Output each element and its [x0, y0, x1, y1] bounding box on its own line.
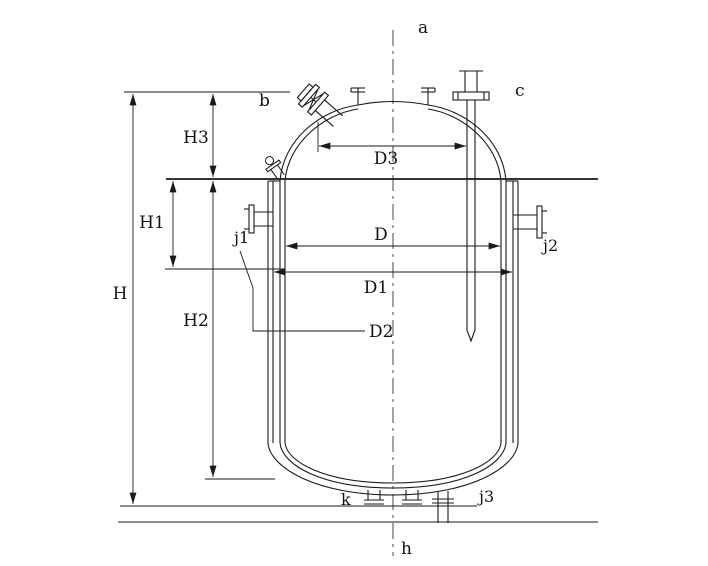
dim-label-H3: H3: [183, 128, 209, 148]
vessel-shell: [279, 87, 507, 489]
dim-label-D2: D2: [369, 322, 393, 342]
label-j3: j3: [477, 487, 494, 506]
dim-label-D1: D1: [364, 278, 388, 298]
nozzle-j1: [244, 204, 273, 234]
vessel-jacket: [267, 180, 519, 496]
bottom-outlet-k: [364, 490, 422, 505]
dim-label-H2: H2: [183, 311, 209, 331]
label-h: h: [401, 539, 412, 559]
label-j1: j1: [232, 228, 249, 247]
dim-label-D: D: [374, 225, 388, 245]
thermowell-c: [452, 70, 490, 343]
label-b: b: [259, 91, 270, 111]
label-c: c: [515, 81, 525, 101]
dim-label-H: H: [113, 284, 128, 304]
label-j2: j2: [541, 236, 558, 255]
leader-line-D2: [239, 250, 365, 332]
label-a: a: [418, 18, 428, 38]
label-k: k: [341, 490, 351, 509]
nozzle-b: [296, 83, 343, 127]
nozzle-j2: [513, 205, 547, 239]
dim-label-D3: D3: [374, 149, 398, 169]
crown-nozzle: [265, 156, 285, 180]
dim-label-H1: H1: [139, 213, 165, 233]
nozzle-j3: [432, 491, 454, 523]
